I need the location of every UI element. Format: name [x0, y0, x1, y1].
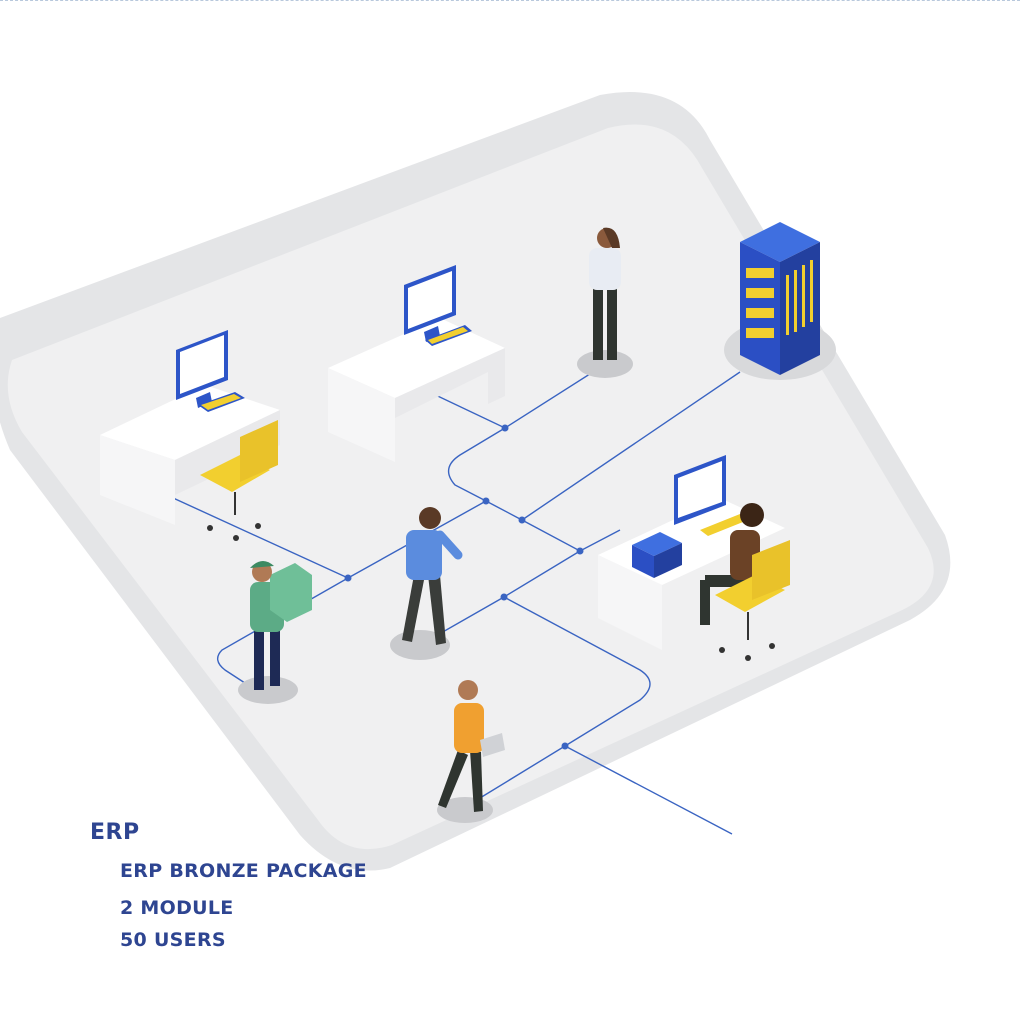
person-icon	[577, 227, 633, 378]
office-platform	[0, 92, 951, 871]
office-chair-icon	[200, 420, 278, 541]
server-rack-icon	[724, 222, 836, 380]
office-chair-icon	[715, 540, 790, 661]
workstation-icon	[598, 455, 785, 650]
user-count: 50 USERS	[120, 929, 226, 951]
top-dashed-rule	[0, 0, 1020, 1]
network-node-icon	[344, 424, 584, 750]
workstation-icon	[100, 330, 280, 525]
package-name: ERP BRONZE PACKAGE	[120, 860, 367, 882]
person-icon	[390, 507, 463, 660]
person-icon	[437, 680, 505, 823]
module-count: 2 MODULE	[120, 897, 234, 919]
workstation-icon	[328, 265, 505, 462]
courier-icon	[238, 560, 312, 704]
erp-heading: ERP	[90, 820, 140, 845]
